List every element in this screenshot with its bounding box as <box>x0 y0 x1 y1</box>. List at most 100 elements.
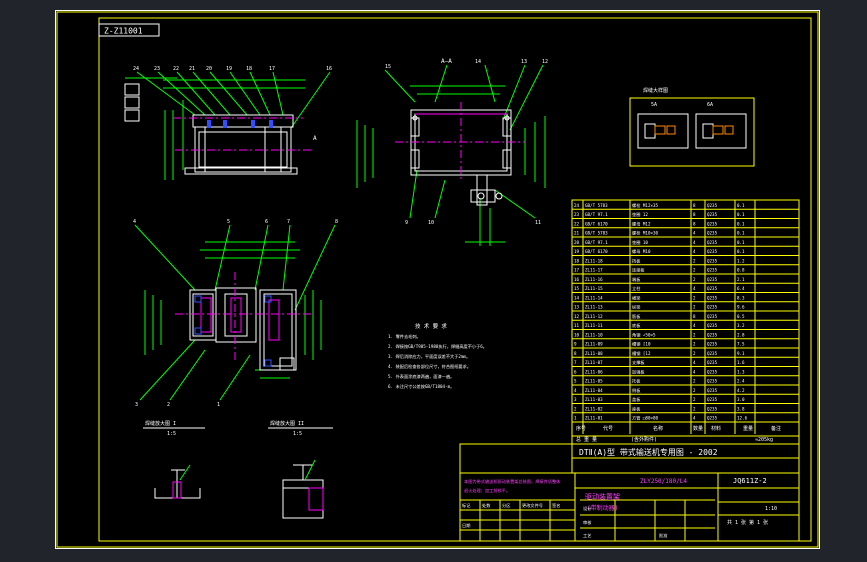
bom-cell-qty: 2 <box>693 406 696 411</box>
bom-cell-no: 15 <box>574 286 580 291</box>
svg-text:11: 11 <box>535 220 541 226</box>
bom-cell-no: 3 <box>574 397 577 402</box>
svg-text:≈205kg: ≈205kg <box>755 437 773 443</box>
section-view-aa[interactable]: A—A <box>356 58 546 246</box>
title-block[interactable]: DTⅡ(A)型 带式输送机专用图 - 2002 ZLY250/180/L4 JQ… <box>459 443 800 542</box>
svg-text:21: 21 <box>189 66 195 72</box>
bom-cell-material: Q235 <box>707 397 718 402</box>
project-title: DTⅡ(A)型 带式输送机专用图 - 2002 <box>579 447 718 457</box>
callout-numbers: 24 23 22 21 20 19 18 17 16 15 14 13 12 9… <box>133 59 548 408</box>
bom-cell-material: Q235 <box>707 314 718 319</box>
drawing-sheet[interactable]: Z-Z11001 <box>55 10 820 549</box>
bom-cell-material: Q235 <box>707 342 718 347</box>
bom-cell-name: 垫圈 12 <box>632 211 648 218</box>
detail-2-weld <box>308 487 324 511</box>
detail-1-weld <box>172 481 182 499</box>
svg-text:(含外购件): (含外购件) <box>631 436 657 443</box>
view-aa-label: A—A <box>441 58 452 65</box>
inset-weld-detail[interactable]: 焊缝大样图 5A 6A <box>629 87 755 167</box>
bom-cell-code: ZL11-12 <box>585 314 603 319</box>
main-view[interactable]: A <box>124 71 331 180</box>
cad-drawing[interactable]: Z-Z11001 <box>55 10 820 549</box>
bom-cell-qty: 2 <box>693 388 696 393</box>
svg-text:设计: 设计 <box>583 505 591 512</box>
tech-note-4: 4. 装配后检查各部位尺寸，符合图纸要求。 <box>388 363 471 370</box>
drawing-tag-box: Z-Z11001 <box>98 23 160 37</box>
inset-weld-marks <box>654 125 734 135</box>
bom-cell-qty: 2 <box>693 332 696 337</box>
bom-cell-material: Q235 <box>707 388 718 393</box>
bom-cell-no: 5 <box>574 379 577 384</box>
bom-cell-no: 16 <box>574 277 580 282</box>
tech-note-6: 6. 未注尺寸公差按GB/T1804-m。 <box>388 383 454 390</box>
bom-cell-qty: 2 <box>693 397 696 402</box>
bom-cell-weight: 1.6 <box>737 360 745 365</box>
bom-cell-no: 17 <box>574 268 580 273</box>
bom-cell-qty: 8 <box>693 203 696 208</box>
bom-cell-code: ZL11-15 <box>585 286 603 291</box>
bom-cell-weight: 4.2 <box>737 388 745 393</box>
bom-cell-qty: 2 <box>693 277 696 282</box>
bom-cell-code: GB/T 5783 <box>585 203 608 208</box>
bom-cell-weight: 3.2 <box>737 323 745 328</box>
tech-notes-title: 技 术 要 求 <box>415 322 447 330</box>
bom-cell-code: GB/T 97.1 <box>585 212 608 217</box>
bom-cell-name: 螺栓 M10×30 <box>632 230 659 237</box>
bom-cell-qty: 4 <box>693 286 696 291</box>
bom-cell-code: GB/T 97.1 <box>585 240 608 245</box>
plan-view[interactable] <box>134 224 336 401</box>
svg-text:数量: 数量 <box>693 425 703 432</box>
svg-text:更改文件号: 更改文件号 <box>522 502 543 509</box>
bom-cell-name: 槽钢 [10 <box>632 341 651 348</box>
bom-cell-weight: 0.1 <box>737 249 745 254</box>
bom-cell-qty: 2 <box>693 342 696 347</box>
bom-cell-name: 方管 □80×80 <box>632 415 659 422</box>
part-name-line-2: (带制动器) <box>587 504 618 512</box>
plan-view-dimensions <box>134 224 336 401</box>
plan-view-outline <box>189 287 297 371</box>
bom-cell-name: 托板 <box>632 378 641 385</box>
svg-text:批准: 批准 <box>659 532 667 539</box>
bom-cell-material: Q235 <box>707 295 718 300</box>
svg-text:材料: 材料 <box>711 425 721 432</box>
bom-cell-no: 23 <box>574 212 580 217</box>
detail-views[interactable]: 焊缝放大图 I 1:5 焊缝放大图 II 1:5 <box>143 420 333 519</box>
detail-scale-2: 1:5 <box>293 431 302 437</box>
plan-view-marks <box>194 295 272 367</box>
bom-cell-material: Q235 <box>707 221 718 226</box>
inset-title: 焊缝大样图 <box>643 87 668 94</box>
bom-cell-code: GB/T 5783 <box>585 231 608 236</box>
svg-text:3: 3 <box>135 402 138 408</box>
bom-cell-material: Q235 <box>707 212 718 217</box>
inset-label-5a: 5A <box>651 102 657 108</box>
svg-text:8: 8 <box>335 219 338 225</box>
bom-footer-row: 总 重 量 (含外购件) ≈205kg <box>576 436 773 443</box>
bom-cell-name: 槽钢 [12 <box>632 350 651 357</box>
svg-text:12: 12 <box>542 59 548 65</box>
bom-cell-name: 支撑板 <box>632 359 645 366</box>
bom-cell-qty: 4 <box>693 323 696 328</box>
bom-header-row: 序号 代号 名称 数量 材料 重量 备注 <box>576 425 781 432</box>
bom-cell-qty: 4 <box>693 249 696 254</box>
bom-cell-no: 14 <box>574 295 580 300</box>
bom-cell-weight: 2.4 <box>737 379 745 384</box>
svg-text:16: 16 <box>326 66 332 72</box>
bom-cell-material: Q235 <box>707 258 718 263</box>
bom-cell-weight: 6.4 <box>737 286 745 291</box>
bom-cell-code: ZL11-18 <box>585 258 603 263</box>
bom-cell-weight: 2.1 <box>737 277 745 282</box>
bom-cell-name: 横梁 <box>632 294 641 301</box>
bom-cell-material: Q235 <box>707 379 718 384</box>
drawing-frame <box>55 10 820 549</box>
